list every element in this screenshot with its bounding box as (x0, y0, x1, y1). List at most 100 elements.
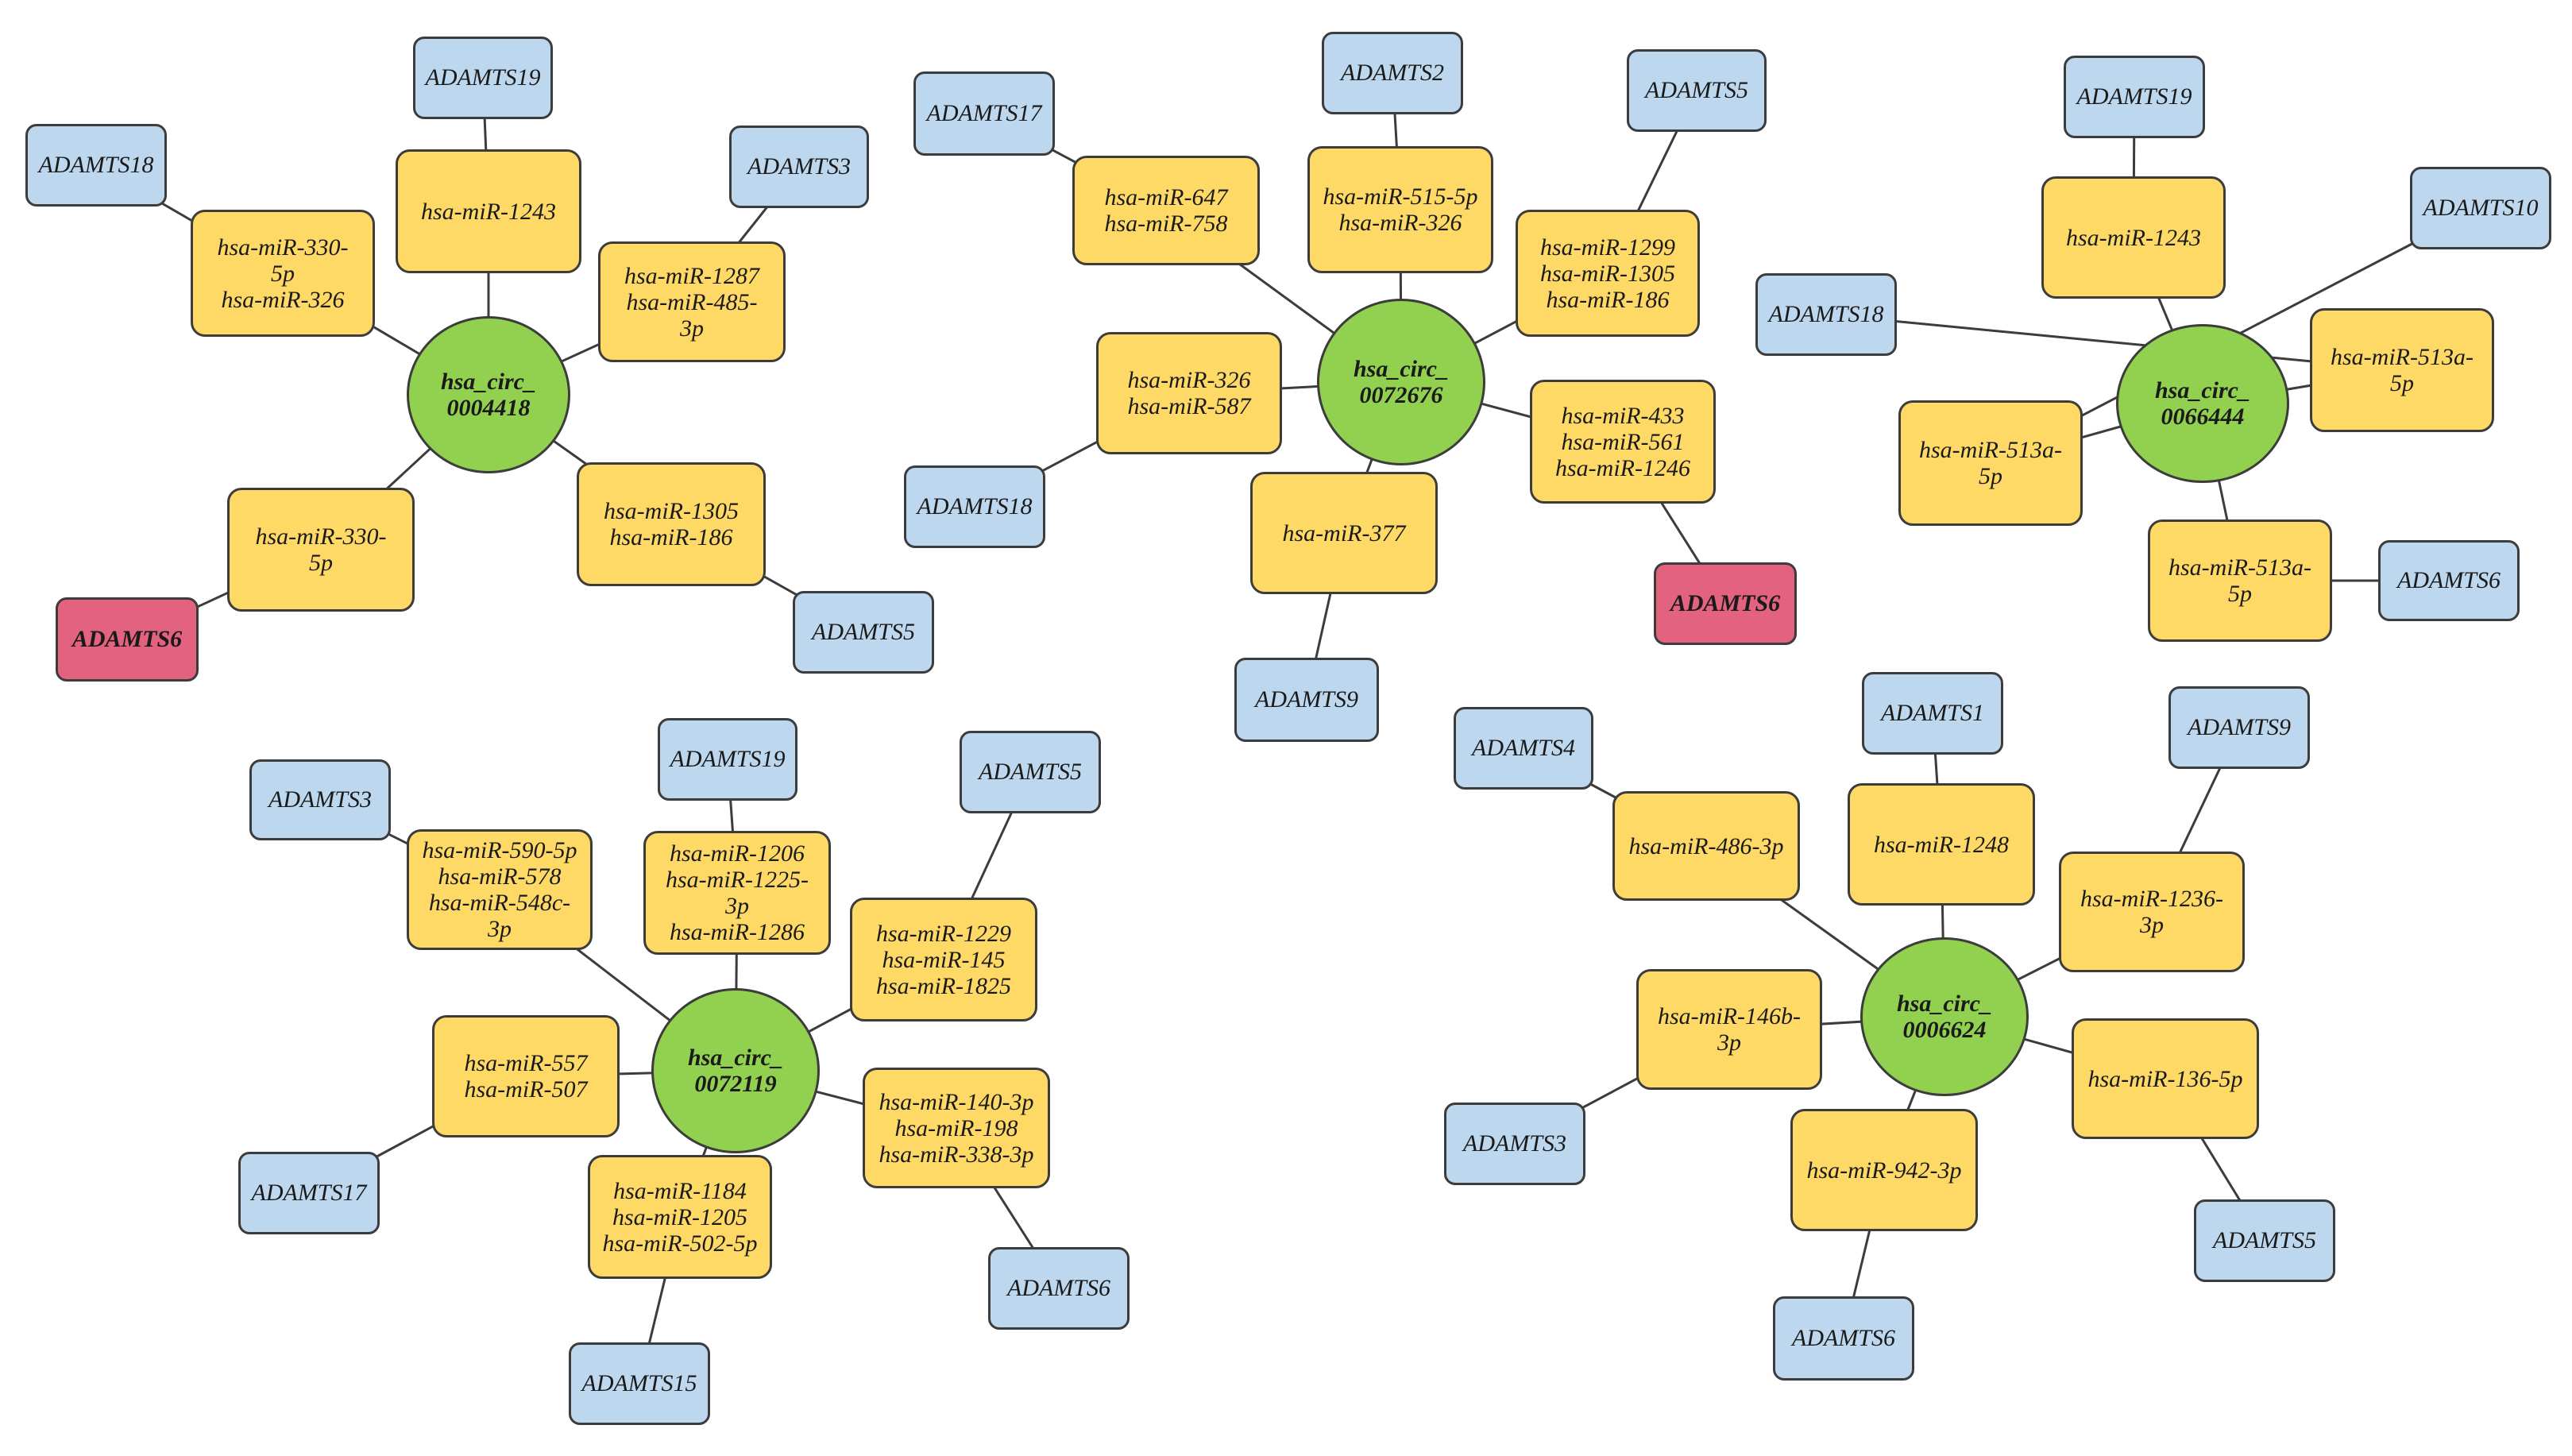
node-label-line: 0072119 (694, 1071, 777, 1097)
node-label-line: ADAMTS18 (917, 493, 1033, 519)
node-label-line: ADAMTS17 (251, 1180, 367, 1206)
gene-node-c2_g3: ADAMTS5 (1627, 49, 1767, 132)
gene-node-c5_g5: ADAMTS5 (2194, 1199, 2335, 1282)
mirna-node-c3_m3: hsa-miR-513a-5p (2310, 308, 2494, 432)
node-label-line: ADAMTS5 (2213, 1227, 2316, 1253)
node-label-line: ADAMTS6 (1007, 1275, 1110, 1301)
mirna-node-c1_m4: hsa-miR-330-5p (227, 488, 415, 612)
mirna-node-c3_m2: hsa-miR-513a-5p (1898, 400, 2083, 526)
gene-node-c2_g4: ADAMTS18 (904, 465, 1045, 548)
gene-node-c1_g5: ADAMTS5 (793, 591, 934, 674)
gene-node-c2_g2: ADAMTS2 (1322, 32, 1463, 114)
node-label-line: ADAMTS6 (1792, 1325, 1895, 1351)
node-label-line: hsa-miR-145 (882, 946, 1006, 973)
gene-node-c4_g4: ADAMTS17 (238, 1152, 380, 1234)
edge-c3_m3-c3_g3 (1825, 313, 2403, 372)
gene-node-c5_g2: ADAMTS1 (1862, 672, 2003, 755)
node-label-line: hsa-miR-198 (894, 1114, 1018, 1141)
node-label-line: ADAMTS1 (1881, 700, 1984, 726)
gene-node-c4_g6: ADAMTS15 (569, 1342, 710, 1425)
node-label-line: 0006624 (1902, 1017, 1987, 1043)
gene-node-c2_g6: ADAMTS9 (1234, 658, 1379, 742)
node-label-line: 3p (1717, 1029, 1741, 1056)
node-label-line: hsa-miR-1305 (604, 498, 739, 524)
gene-node-c5_g1: ADAMTS4 (1454, 707, 1593, 790)
node-label-line: hsa-miR-578 (438, 863, 562, 890)
mirna-node-c2_m6: hsa-miR-377 (1250, 472, 1438, 594)
node-label-line: ADAMTS3 (268, 786, 372, 813)
node-label-line: hsa-miR-1287 (624, 262, 759, 289)
node-label-line: hsa-miR-186 (609, 524, 733, 550)
node-label-line: hsa-miR-146b- (1658, 1003, 1801, 1029)
node-label-line: ADAMTS6 (71, 626, 183, 652)
gene-node-c5_g4: ADAMTS3 (1444, 1103, 1585, 1185)
node-label-line: 5p (1979, 463, 2002, 489)
node-label-line: hsa-miR-590-5p (422, 837, 577, 863)
gene-node-c3_g3: ADAMTS18 (1755, 273, 1897, 356)
node-label-line: 5p (2228, 581, 2252, 607)
node-label-line: hsa-miR-507 (464, 1076, 588, 1103)
gene-node-c4_g3: ADAMTS5 (960, 731, 1101, 813)
node-label-line: hsa-miR-326 (1127, 367, 1251, 393)
node-label-line: hsa-miR-1243 (2066, 224, 2201, 251)
node-label-line: 0004418 (446, 395, 531, 421)
node-label-line: hsa-miR-758 (1104, 210, 1228, 237)
node-label-line: hsa-miR-326 (221, 286, 345, 313)
node-label-line: hsa-miR-513a- (2168, 554, 2311, 581)
node-label-line: hsa-miR-1229 (876, 920, 1011, 947)
circrna-node-c2: hsa_circ_0072676 (1317, 299, 1485, 465)
gene-node-c3_g1: ADAMTS19 (2064, 56, 2205, 138)
node-label-line: ADAMTS4 (1472, 735, 1575, 761)
node-label-line: hsa-miR-1243 (421, 198, 556, 225)
node-label-line: ADAMTS9 (1255, 686, 1358, 713)
mirna-node-c1_m1: hsa-miR-1243 (396, 149, 581, 273)
node-label-line: ADAMTS6 (2397, 567, 2501, 593)
node-label-line: hsa-miR-557 (464, 1050, 588, 1076)
node-label-line: hsa-miR-486-3p (1628, 832, 1784, 859)
node-label-line: ADAMTS18 (1768, 301, 1884, 327)
node-label-line: hsa-miR-1248 (1874, 831, 2009, 858)
gene-node-c5_g3: ADAMTS9 (2168, 686, 2310, 769)
node-label-line: 3p (725, 893, 749, 919)
gene-node-c4_g1: ADAMTS3 (249, 759, 391, 840)
node-label-line: ADAMTS3 (747, 153, 851, 180)
node-label-line: hsa-miR-330- (217, 234, 349, 261)
gene-node-c1_g1: ADAMTS19 (413, 37, 553, 119)
node-label-line: ADAMTS2 (1341, 60, 1444, 86)
node-label-line: hsa-miR-485- (626, 288, 758, 315)
node-label-line: ADAMTS10 (2423, 195, 2539, 221)
node-label-line: hsa-miR-326 (1338, 210, 1462, 236)
node-label-line: 5p (2390, 370, 2414, 396)
node-label-line: hsa_circ_ (1354, 356, 1449, 382)
node-label-line: hsa-miR-1286 (670, 919, 805, 945)
node-label-line: ADAMTS19 (2076, 83, 2192, 110)
node-label-line: hsa-miR-1225- (666, 867, 809, 893)
node-label-line: hsa-miR-561 (1561, 428, 1685, 455)
gene-node-c3_g4: ADAMTS6 (2378, 540, 2520, 621)
node-label-line: hsa-miR-1825 (876, 972, 1011, 999)
node-label-line: hsa_circ_ (1897, 991, 1992, 1017)
gene-node-c2_g5: ADAMTS6 (1654, 562, 1797, 645)
node-label-line: ADAMTS18 (38, 152, 154, 178)
node-label-line: hsa-miR-513a- (1919, 437, 2062, 463)
node-label-line: hsa-miR-136-5p (2087, 1065, 2243, 1092)
gene-node-c2_g1: ADAMTS17 (913, 71, 1055, 156)
node-label-line: ADAMTS3 (1463, 1130, 1566, 1157)
node-label-line: hsa-miR-377 (1282, 519, 1406, 546)
node-label-line: hsa-miR-515-5p (1323, 183, 1478, 210)
node-label-line: hsa-miR-140-3p (879, 1088, 1034, 1115)
node-label-line: 3p (2140, 912, 2164, 938)
